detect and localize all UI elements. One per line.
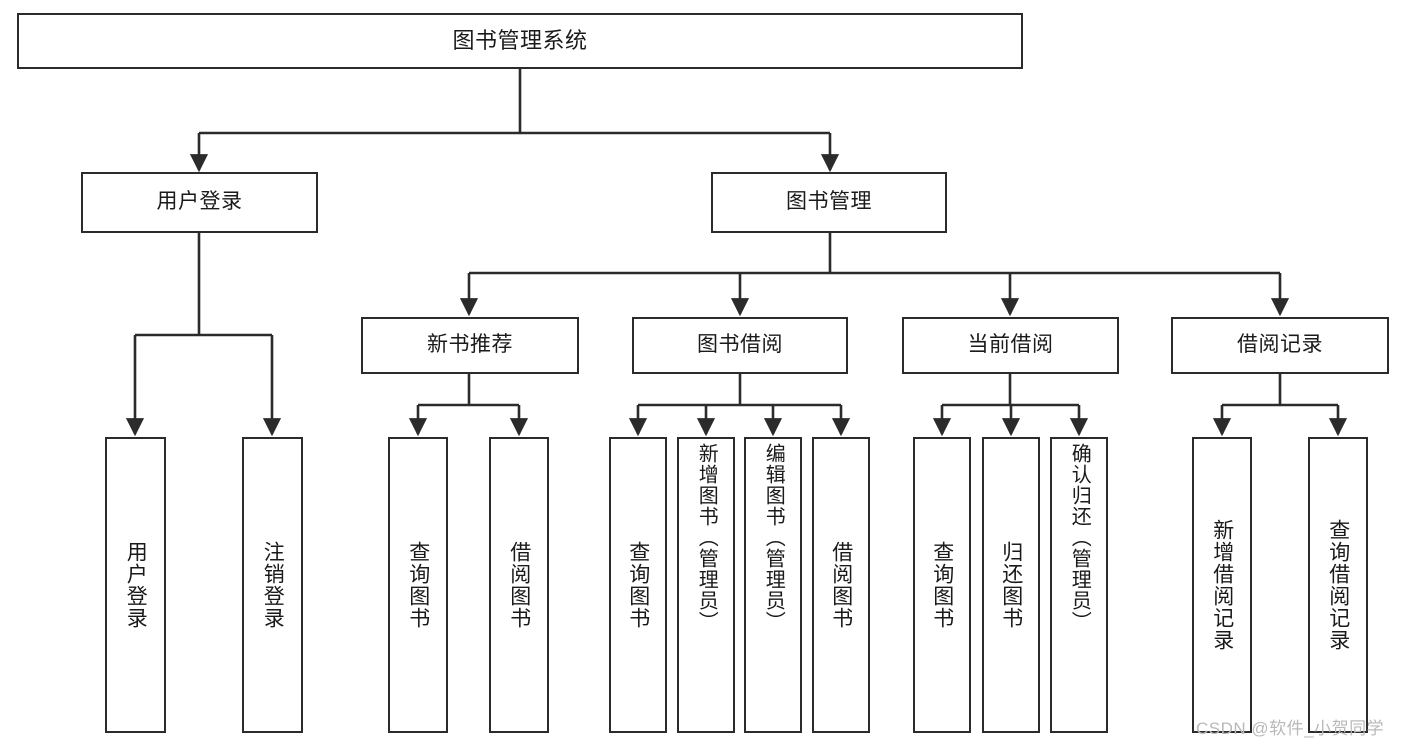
node-book-manage[interactable]: 图书管理 [711,172,947,233]
node-leaf-return-book[interactable]: 归还图书 [982,437,1040,733]
node-book-borrow-label: 图书借阅 [697,333,783,357]
node-leaf-edit-book-admin[interactable]: 编辑图书（管理员） [744,437,802,733]
node-user-login-label: 用户登录 [156,190,243,214]
node-borrow-record-label: 借阅记录 [1237,333,1323,357]
node-leaf-query-book-borrow-label: 查询图书 [626,541,650,629]
node-book-manage-label: 图书管理 [786,190,872,214]
node-leaf-add-book-admin-label: 新增图书（管理员） [695,443,718,632]
node-leaf-add-borrow-record-label: 新增借阅记录 [1210,519,1234,651]
node-leaf-query-book-rec-label: 查询图书 [406,541,430,629]
node-leaf-borrow-book-rec[interactable]: 借阅图书 [489,437,549,733]
node-leaf-edit-book-admin-label: 编辑图书（管理员） [762,443,785,632]
node-book-borrow[interactable]: 图书借阅 [632,317,848,374]
node-leaf-query-book-rec[interactable]: 查询图书 [388,437,448,733]
node-leaf-query-borrow-record[interactable]: 查询借阅记录 [1308,437,1368,733]
node-leaf-borrow-book-rec-label: 借阅图书 [507,541,531,629]
node-leaf-add-borrow-record[interactable]: 新增借阅记录 [1192,437,1252,733]
node-borrow-record[interactable]: 借阅记录 [1171,317,1389,374]
node-user-login[interactable]: 用户登录 [81,172,318,233]
node-leaf-user-login[interactable]: 用户登录 [105,437,166,733]
node-root[interactable]: 图书管理系统 [17,13,1023,69]
node-leaf-borrow-book[interactable]: 借阅图书 [812,437,870,733]
node-leaf-confirm-return-admin[interactable]: 确认归还（管理员） [1050,437,1108,733]
node-current-borrow-label: 当前借阅 [967,333,1054,357]
csdn-watermark: CSDN @软件_小贺同学 [1196,719,1385,738]
node-leaf-query-book-borrow[interactable]: 查询图书 [609,437,667,733]
node-current-borrow[interactable]: 当前借阅 [902,317,1119,374]
node-leaf-add-book-admin[interactable]: 新增图书（管理员） [677,437,735,733]
node-leaf-logout[interactable]: 注销登录 [242,437,303,733]
node-new-book-rec-label: 新书推荐 [427,333,513,357]
node-leaf-user-login-label: 用户登录 [124,541,148,629]
node-root-label: 图书管理系统 [452,28,588,54]
node-leaf-logout-label: 注销登录 [261,541,285,629]
node-leaf-query-book-current-label: 查询图书 [930,541,954,629]
node-new-book-rec[interactable]: 新书推荐 [361,317,579,374]
node-leaf-confirm-return-admin-label: 确认归还（管理员） [1068,443,1091,632]
node-leaf-query-borrow-record-label: 查询借阅记录 [1326,519,1350,651]
node-leaf-query-book-current[interactable]: 查询图书 [913,437,971,733]
node-leaf-return-book-label: 归还图书 [999,541,1023,629]
node-leaf-borrow-book-label: 借阅图书 [829,541,853,629]
